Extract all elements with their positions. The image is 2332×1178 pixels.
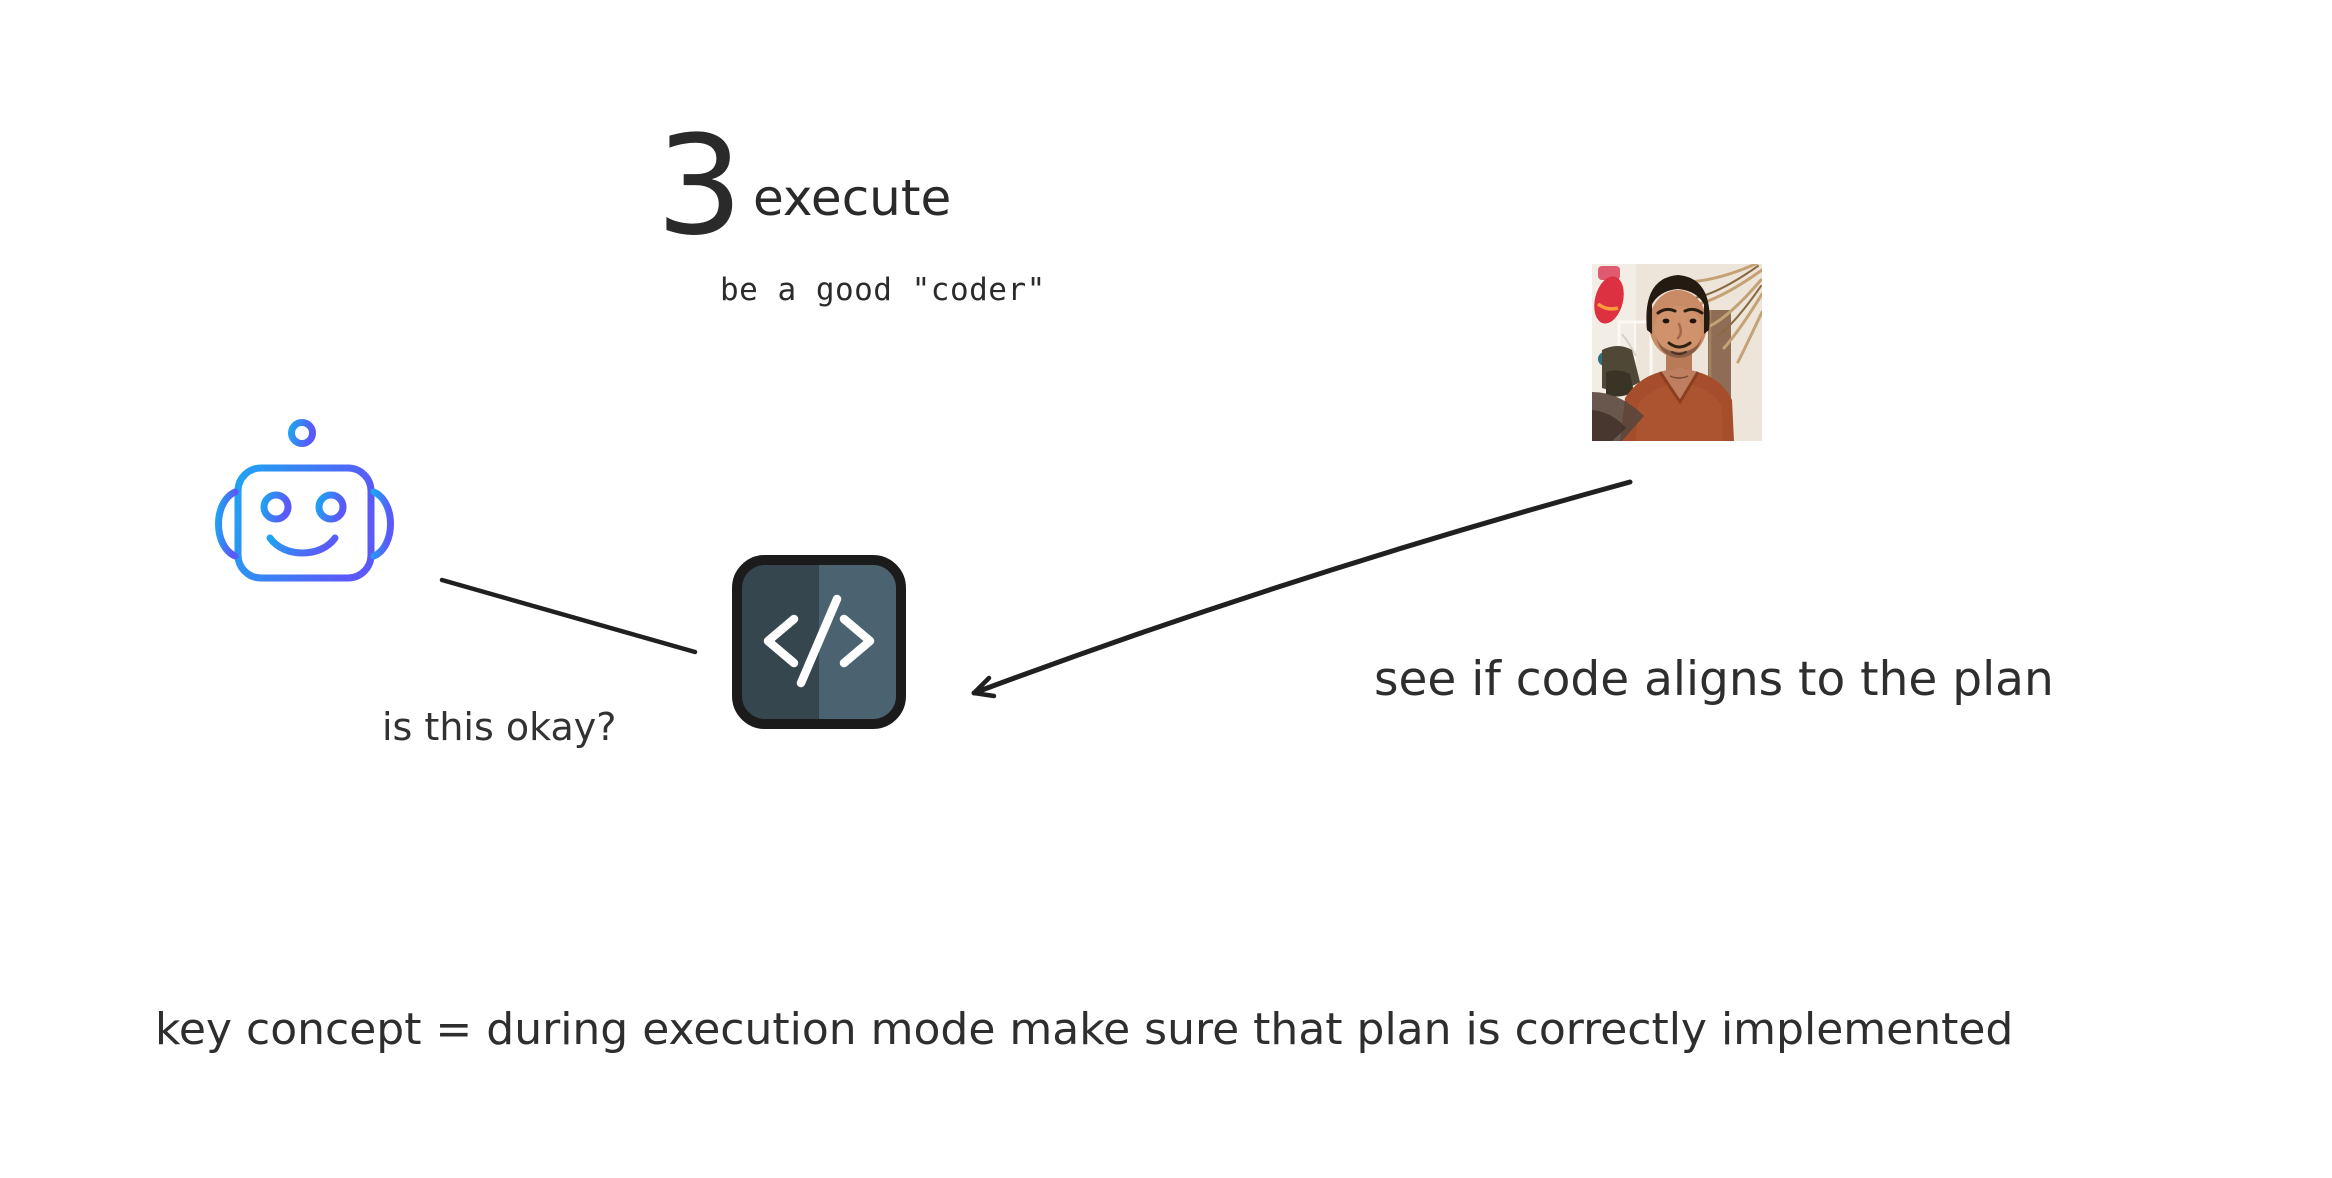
step-number: 3	[656, 107, 743, 266]
robot-icon	[208, 410, 398, 585]
review-note-label: see if code aligns to the plan	[1374, 652, 2054, 707]
code-glyph	[763, 594, 875, 688]
reviewer-photo	[1592, 264, 1762, 441]
red-sign	[1594, 266, 1624, 324]
step-subtitle: be a good "coder"	[720, 272, 1046, 308]
person	[1620, 275, 1734, 441]
key-concept-label: key concept = during execution mode make…	[155, 1004, 2014, 1055]
photo-to-code-arrowhead	[971, 675, 997, 699]
robot-question-label: is this okay?	[382, 705, 617, 749]
robot-to-code-line	[439, 577, 698, 655]
step-title: execute	[753, 169, 952, 227]
code-block-icon	[730, 553, 908, 731]
